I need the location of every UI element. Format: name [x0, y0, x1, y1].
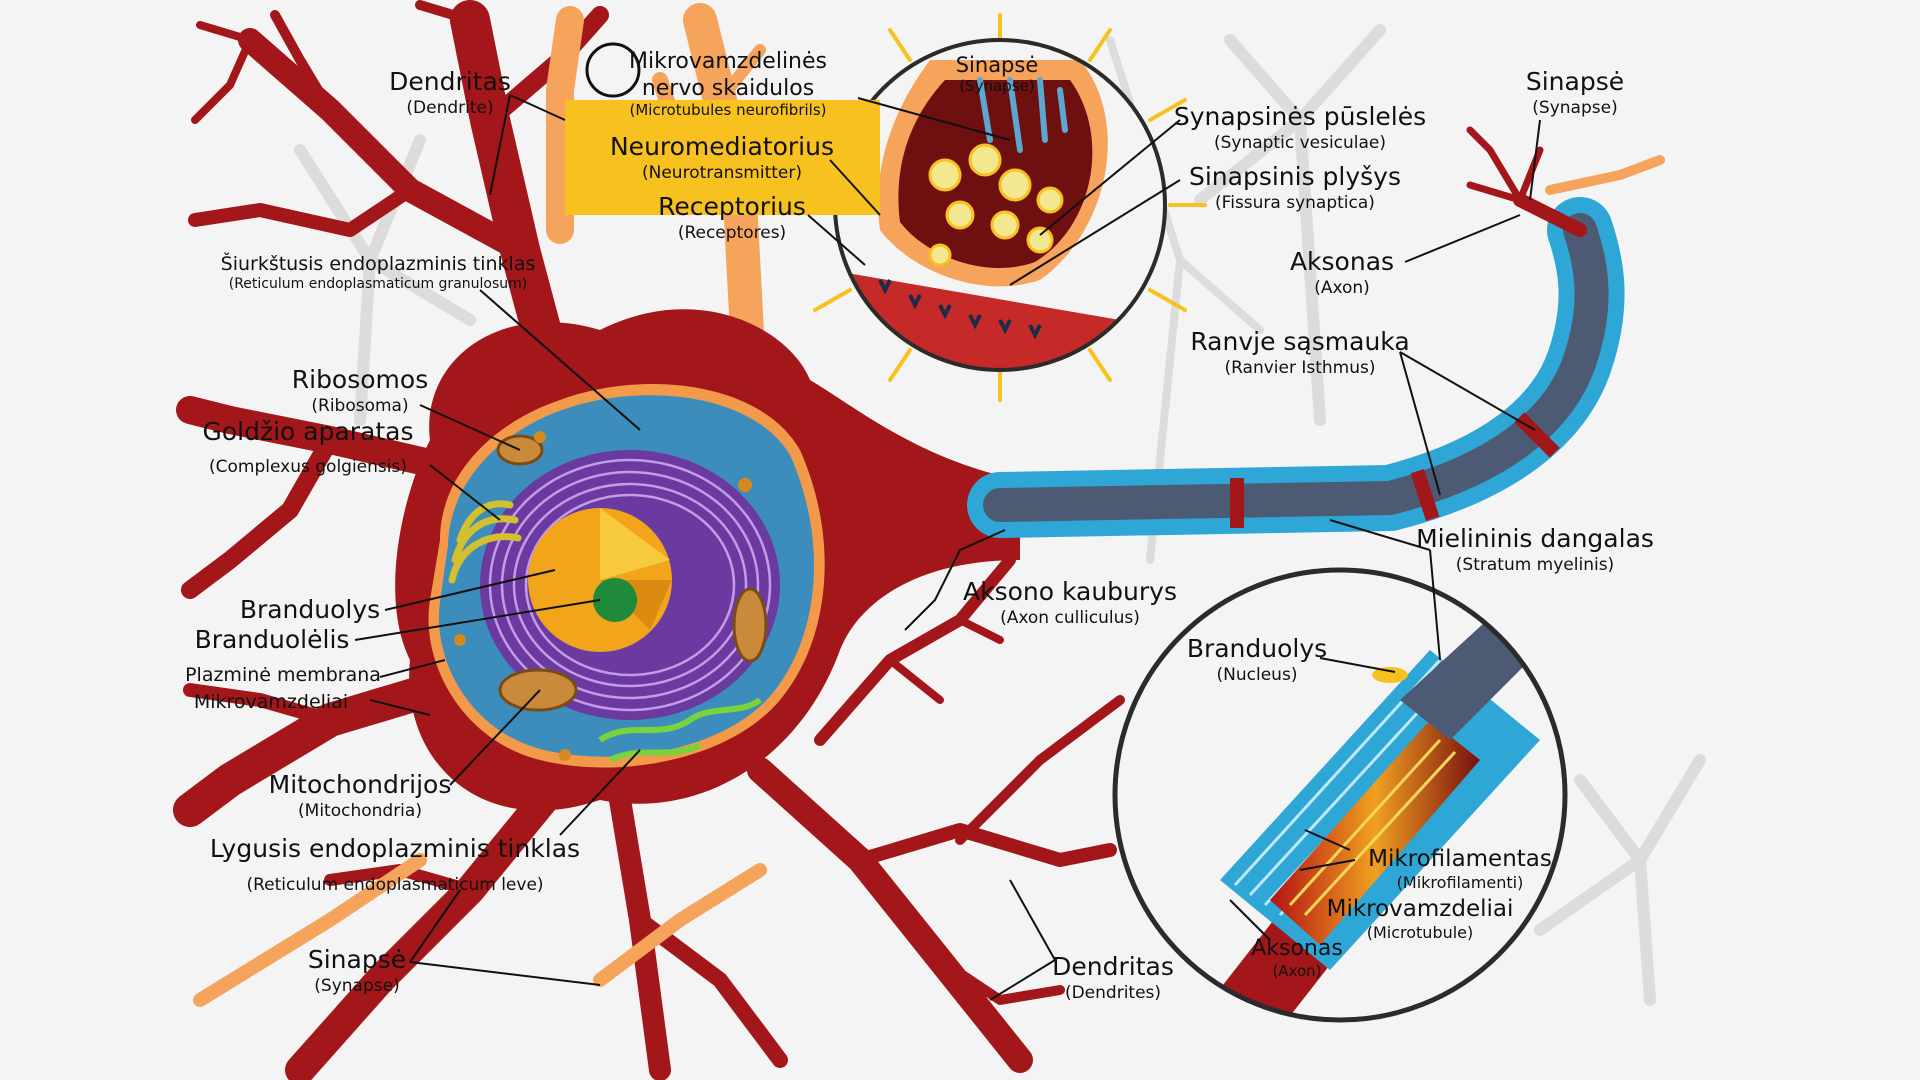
label-goldzio-latin: (Complexus golgiensis): [209, 457, 407, 477]
label-plazmine: Plazminė membrana: [185, 664, 381, 686]
label-sinapse-bottom-latin: (Synapse): [314, 976, 399, 996]
label-siurkstusis: Šiurkštusis endoplazminis tinklas: [221, 251, 536, 275]
label-mikrovamzdelines-latin: (Microtubules neurofibrils): [629, 101, 826, 119]
label-aksonas-right-latin: (Axon): [1314, 278, 1370, 298]
label-ribosomos-latin: (Ribosoma): [311, 396, 408, 416]
label-mikrovamzdeliai-inset-latin: (Microtubule): [1367, 923, 1474, 942]
label-aksono-kauburys: Aksono kauburys: [963, 577, 1177, 606]
synapse-inset: [585, 13, 1207, 402]
label-mikrovamzdeliai-inset: Mikrovamzdeliai: [1327, 896, 1514, 922]
label-neuromediatorius-latin: (Neurotransmitter): [642, 163, 802, 183]
label-aksono-kauburys-latin: (Axon culliculus): [1000, 608, 1140, 628]
label-receptorius-latin: (Receptores): [678, 223, 786, 243]
label-aksonas-inset-latin: (Axon): [1272, 962, 1321, 980]
label-sinapse-inset-latin: (Synapse): [959, 77, 1034, 95]
label-mikrovamzdelines: Mikrovamzdelinės: [629, 49, 827, 74]
label-dendritas-bottom: Dendritas: [1052, 952, 1174, 981]
label-sinapse-right: Sinapsė: [1526, 67, 1624, 96]
label-aksonas-right: Aksonas: [1290, 247, 1394, 276]
label-mikrofilamentas-latin: (Mikrofilamenti): [1397, 873, 1524, 892]
label-nervo-skaidulos: nervo skaidulos: [642, 76, 814, 101]
label-sinapse-inset: Sinapsė: [956, 53, 1039, 77]
label-dendritas-bottom-latin: (Dendrites): [1065, 983, 1161, 1003]
label-synapsines-puseles-latin: (Synaptic vesiculae): [1214, 133, 1386, 153]
label-mielininis: Mielininis dangalas: [1416, 524, 1654, 553]
label-aksonas-inset: Aksonas: [1251, 936, 1343, 961]
label-ranvje: Ranvje sąsmauka: [1190, 327, 1409, 356]
label-ranvje-latin: (Ranvier Isthmus): [1224, 358, 1375, 378]
label-highlight: [565, 100, 880, 215]
label-neuromediatorius: Neuromediatorius: [610, 132, 834, 161]
axon-hillock-bracket: [904, 529, 1006, 631]
label-dendritas-top-latin: (Dendrite): [406, 98, 493, 118]
label-lygusis: Lygusis endoplazminis tinklas: [210, 834, 580, 863]
label-mikrovamzdeliai-left: Mikrovamzdeliai: [194, 691, 348, 713]
label-siurkstusis-latin: (Reticulum endoplasmaticum granulosum): [229, 276, 528, 292]
label-branduolelis: Branduolėlis: [195, 625, 350, 654]
labels: Dendritas (Dendrite) Mikrovamzdelinės ne…: [185, 49, 1654, 1003]
label-mikrofilamentas: Mikrofilamentas: [1368, 846, 1552, 872]
neuron-soma: [395, 309, 1020, 811]
label-branduolys-left: Branduolys: [240, 595, 380, 624]
label-mitochondrijos-latin: (Mitochondria): [298, 801, 422, 821]
label-sinapse-right-latin: (Synapse): [1532, 98, 1617, 118]
label-sinapsinis-plysys: Sinapsinis plyšys: [1189, 162, 1401, 191]
label-receptorius: Receptorius: [658, 192, 806, 221]
label-mitochondrijos: Mitochondrijos: [269, 770, 452, 799]
label-lygusis-latin: (Reticulum endoplasmaticum leve): [246, 875, 543, 895]
label-ribosomos: Ribosomos: [292, 365, 428, 394]
label-synapsines-puseles: Synapsinės pūslelės: [1174, 102, 1426, 131]
label-sinapsinis-plysys-latin: (Fissura synaptica): [1215, 193, 1375, 213]
axon-cross-section-inset: [1112, 567, 1568, 1023]
label-branduolys-inset: Branduolys: [1187, 634, 1327, 663]
label-dendritas-top: Dendritas: [389, 67, 511, 96]
leader-lines: [354, 94, 1541, 1001]
label-mielininis-latin: (Stratum myelinis): [1456, 555, 1614, 575]
label-branduolys-inset-latin: (Nucleus): [1217, 665, 1298, 685]
label-goldzio: Goldžio aparatas: [202, 417, 413, 446]
axon: [967, 126, 1625, 538]
label-sinapse-bottom: Sinapsė: [308, 945, 406, 974]
